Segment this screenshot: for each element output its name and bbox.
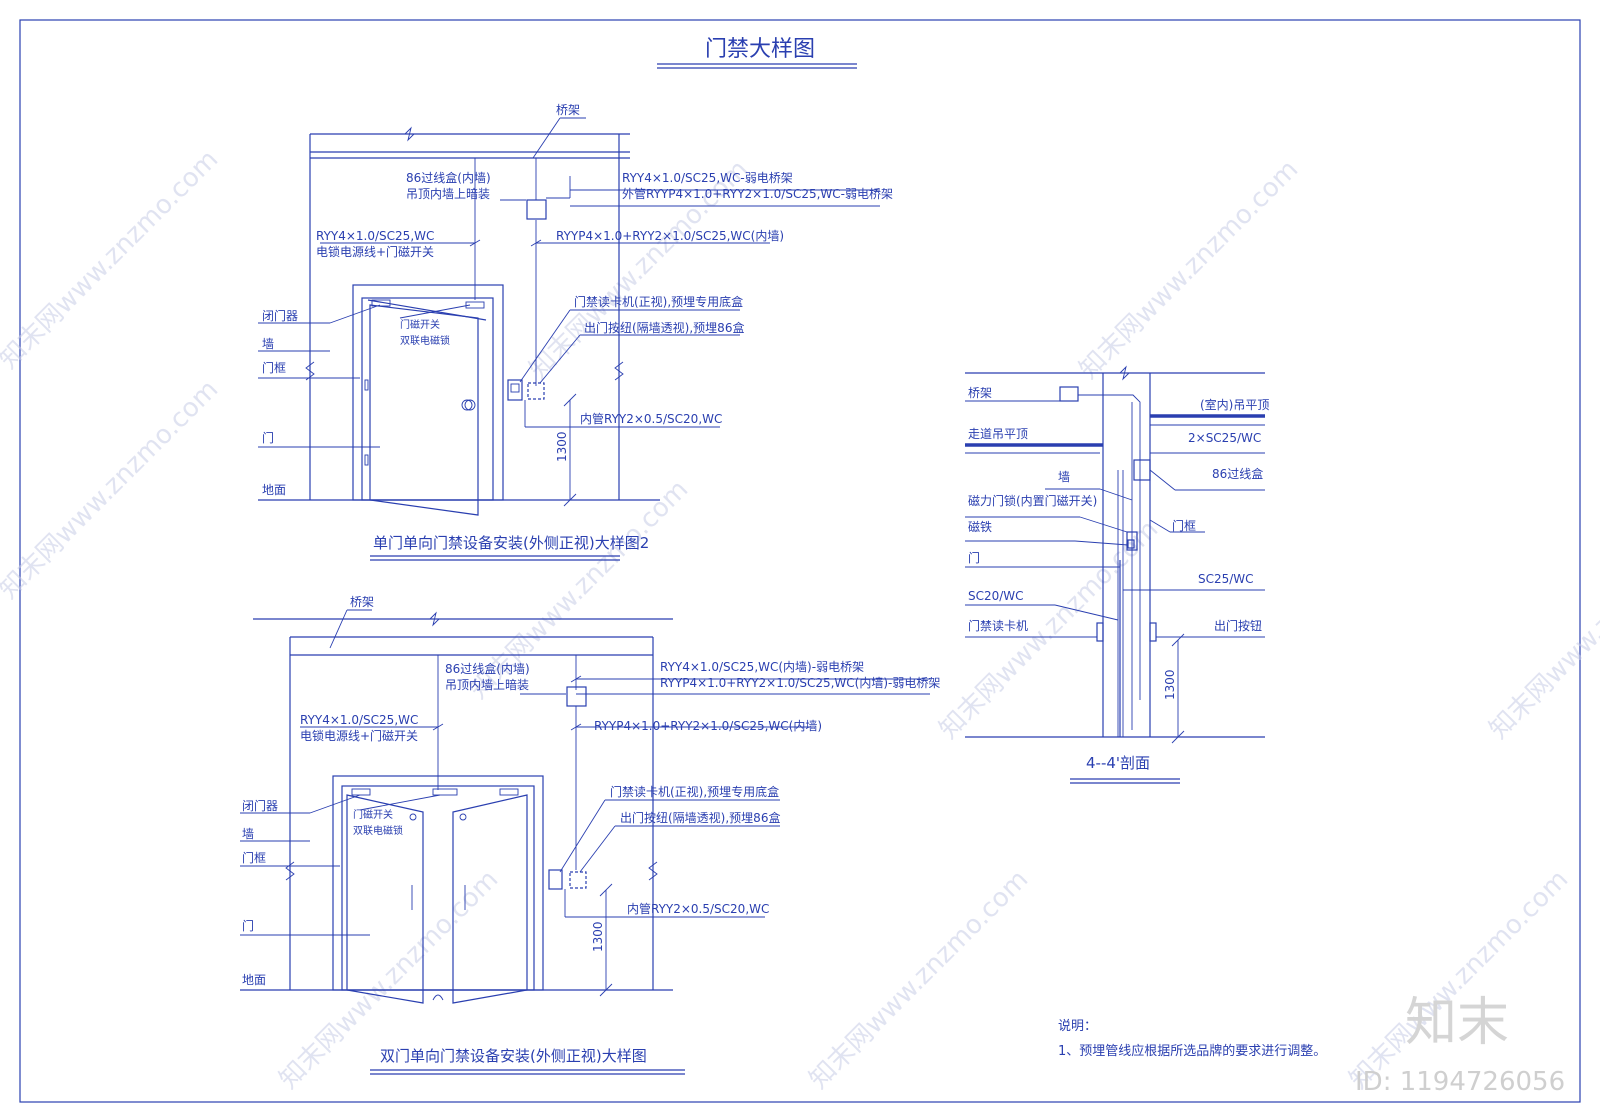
single-door-elevation: 桥架	[258, 103, 893, 561]
label-box-mount: 吊顶内墙上暗装	[406, 186, 490, 201]
label-door: 门	[262, 430, 274, 445]
label-floor: 地面	[262, 483, 286, 497]
label-bridge-2: 桥架	[350, 595, 374, 609]
label-sc20: SC20/WC	[968, 589, 1024, 603]
label-wall-2: 墙	[242, 827, 254, 841]
double-door-elevation: 桥架	[240, 595, 940, 1075]
label-wall: 墙	[262, 337, 274, 351]
dim-1300-section: 1300	[1163, 669, 1177, 700]
label-frame: 门框	[262, 360, 286, 375]
label-door-2: 门	[242, 918, 254, 933]
label-magnet: 磁铁	[968, 519, 992, 534]
label-sc25: SC25/WC	[1198, 572, 1254, 586]
label-box86: 86过线盒	[1212, 466, 1263, 481]
label-floor-2: 地面	[242, 973, 266, 987]
label-box-mount-2: 吊顶内墙上暗装	[445, 677, 529, 692]
label-lock-magnetic-2: 双联电磁锁	[353, 824, 403, 837]
watermark-tile: 知末网www.znzmo.com	[0, 144, 224, 375]
watermark-id: ID: 1194726056	[1355, 1067, 1565, 1097]
label-cable-top-1: RYY4×1.0/SC25,WC-弱电桥架	[622, 171, 793, 185]
label-button-2: 出门按纽(隔墙透视),预埋86盒	[620, 810, 780, 825]
label-cable-top-1-2: RYY4×1.0/SC25,WC(内墙)-弱电桥架	[660, 660, 864, 674]
label-lock-magnetic: 双联电磁锁	[400, 334, 450, 347]
watermark-tile: 知末网www.znzmo.com	[0, 374, 224, 605]
label-section-door: 门	[968, 550, 980, 565]
label-cable-top-2: 外管RYYP4×1.0+RYY2×1.0/SC25,WC-弱电桥架	[622, 186, 893, 201]
label-inner-pipe: 内管RYY2×0.5/SC20,WC	[580, 411, 722, 426]
label-box-86-2: 86过线盒(内墙)	[445, 661, 530, 676]
caption-section: 4--4'剖面	[1086, 754, 1150, 772]
caption-single-door: 单门单向门禁设备安装(外侧正视)大样图2	[373, 534, 649, 552]
dim-1300: 1300	[555, 431, 569, 462]
notes-heading: 说明：	[1058, 1019, 1097, 1034]
label-cable-left-2-2: 电锁电源线+门磁开关	[300, 728, 418, 743]
watermark-tile: 知末网www.znzmo.com	[1074, 154, 1305, 385]
label-section-button: 出门按钮	[1214, 618, 1262, 633]
label-cable-mid: RYYP4×1.0+RYY2×1.0/SC25,WC(内墙)	[556, 229, 784, 243]
label-section-frame: 门框	[1172, 518, 1196, 533]
label-box-86: 86过线盒(内墙)	[406, 170, 491, 185]
label-cable-left-1-2: RYY4×1.0/SC25,WC	[300, 713, 418, 727]
watermark-tile: 知末网www.znzmo.com	[804, 864, 1035, 1095]
label-frame-2: 门框	[242, 850, 266, 865]
label-ceiling-corridor: 走道吊平顶	[968, 427, 1028, 441]
label-lock-switch-2: 门磁开关	[353, 808, 393, 821]
dim-1300-2: 1300	[591, 921, 605, 952]
notes-block: 说明： 1、预埋管线应根据所选品牌的要求进行调整。	[1058, 1019, 1326, 1059]
label-maglock: 磁力门锁(内置门磁开关)	[968, 493, 1097, 508]
label-cable-top-2-2: RYYP4×1.0+RYY2×1.0/SC25,WC(内墙)-弱电桥架	[660, 676, 940, 690]
label-reader: 门禁读卡机(正视),预埋专用底盒	[574, 294, 743, 309]
brand-logo-text: 知末	[1405, 993, 1509, 1053]
label-bridge: 桥架	[556, 103, 580, 117]
label-section-wall: 墙	[1058, 470, 1070, 484]
sheet-title: 门禁大样图	[705, 37, 815, 62]
section-4-4: 1300 桥架 (室内)吊平顶 走道吊平顶 2×SC25/WC 86过线盒 墙 …	[965, 365, 1269, 784]
label-section-bridge: 桥架	[968, 386, 992, 400]
watermark-tile: 知末网www.znzmo.com	[1484, 514, 1600, 745]
label-ceiling-indoor: (室内)吊平顶	[1200, 397, 1269, 412]
label-pipe-2sc25: 2×SC25/WC	[1188, 431, 1261, 445]
label-reader-2: 门禁读卡机(正视),预埋专用底盒	[610, 784, 779, 799]
label-section-reader: 门禁读卡机	[968, 618, 1028, 633]
watermark-layer: 知末网www.znzmo.com 知末网www.znzmo.com 知末网www…	[0, 144, 1600, 1097]
label-cable-mid-2: RYYP4×1.0+RYY2×1.0/SC25,WC(内墙)	[594, 719, 822, 733]
label-inner-pipe-2: 内管RYY2×0.5/SC20,WC	[627, 901, 769, 916]
label-closer: 闭门器	[262, 308, 298, 323]
label-button: 出门按纽(隔墙透视),预埋86盒	[584, 320, 744, 335]
caption-double-door: 双门单向门禁设备安装(外侧正视)大样图	[380, 1047, 647, 1065]
label-closer-2: 闭门器	[242, 798, 278, 813]
watermark-tile: 知末网www.znzmo.com	[1344, 864, 1575, 1095]
label-lock-switch: 门磁开关	[400, 318, 440, 331]
sheet-border	[19, 19, 1581, 1103]
notes-item-1: 1、预埋管线应根据所选品牌的要求进行调整。	[1058, 1043, 1326, 1059]
label-cable-left-2: 电锁电源线+门磁开关	[316, 244, 434, 259]
label-cable-left-1: RYY4×1.0/SC25,WC	[316, 229, 434, 243]
